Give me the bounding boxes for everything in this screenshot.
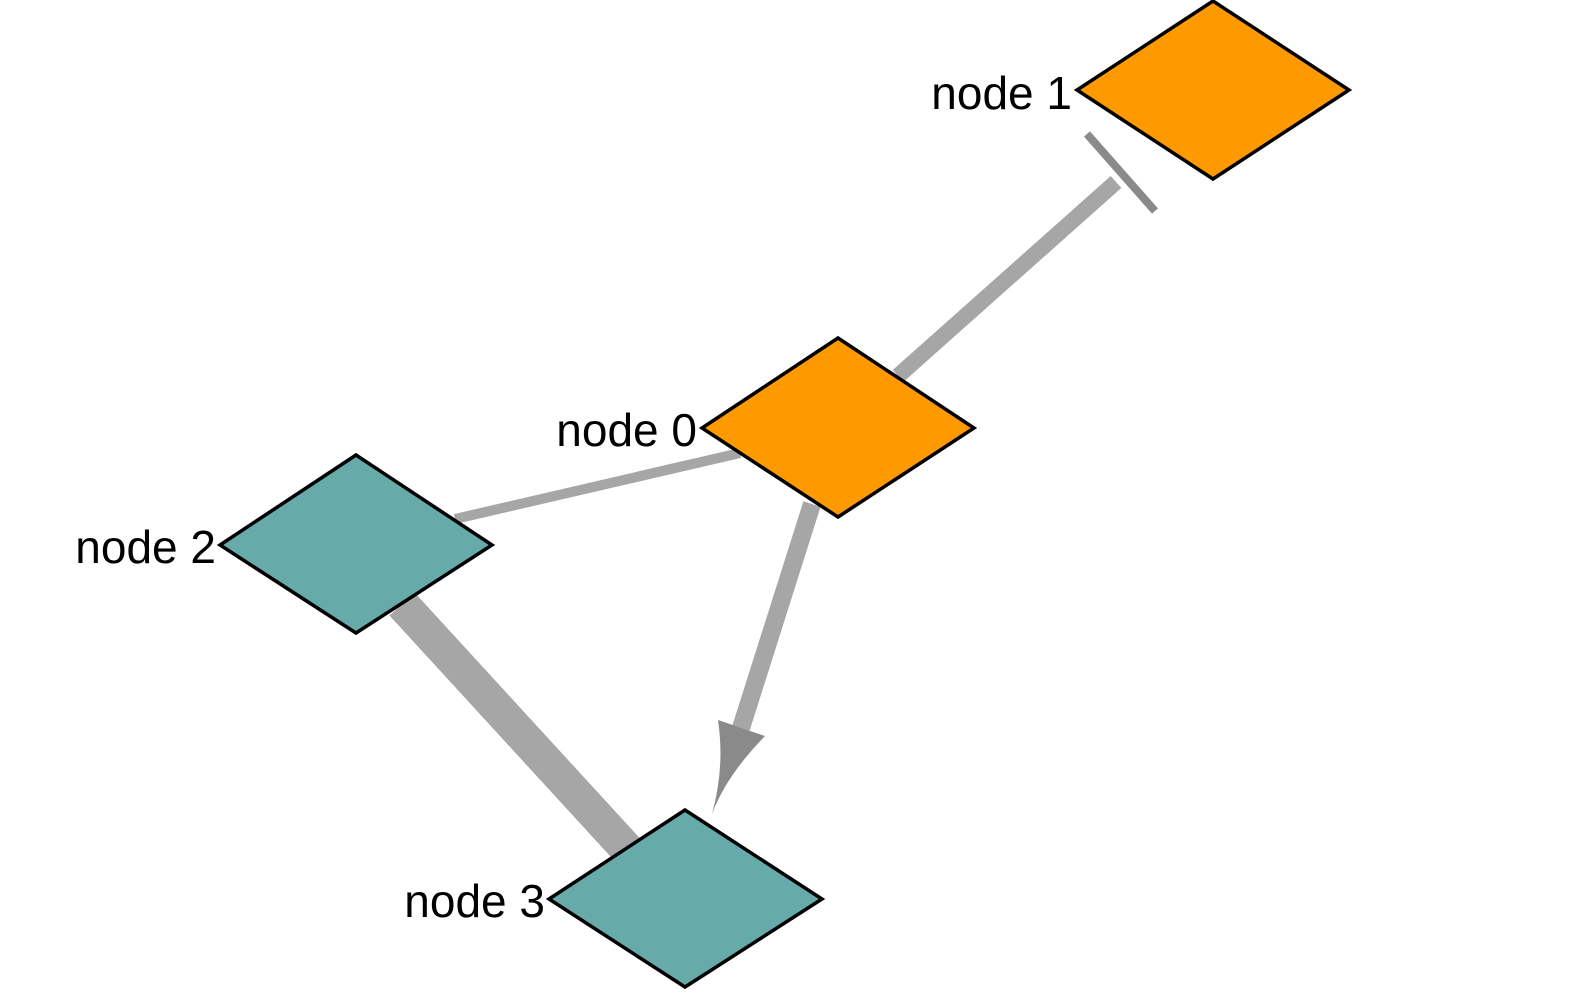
node-3[interactable]: node 3 <box>404 807 826 990</box>
edge-node2-node3 <box>389 592 647 869</box>
edge-node0-node2 <box>453 448 742 524</box>
edge-node0-node3 <box>732 501 821 731</box>
node-1[interactable]: node 1 <box>931 0 1353 182</box>
node-3-label: node 3 <box>404 875 545 927</box>
node-2-label: node 2 <box>75 521 216 573</box>
node-1-label: node 1 <box>931 67 1072 119</box>
edge-node0-node3-arrowhead <box>712 720 765 814</box>
node-0[interactable]: node 0 <box>556 335 978 520</box>
node-2[interactable]: node 2 <box>75 452 496 636</box>
node-3-diamond[interactable] <box>545 807 826 990</box>
nodes: node 0 node 1 node 2 node 3 <box>75 0 1353 990</box>
node-0-diamond[interactable] <box>698 335 978 520</box>
edge-node0-node1 <box>892 176 1122 382</box>
edges <box>389 131 1158 869</box>
edge-node0-node1-tee-arrowhead <box>1084 131 1158 214</box>
node-0-label: node 0 <box>556 404 697 456</box>
node-1-diamond[interactable] <box>1073 0 1353 182</box>
node-2-diamond[interactable] <box>216 452 496 636</box>
